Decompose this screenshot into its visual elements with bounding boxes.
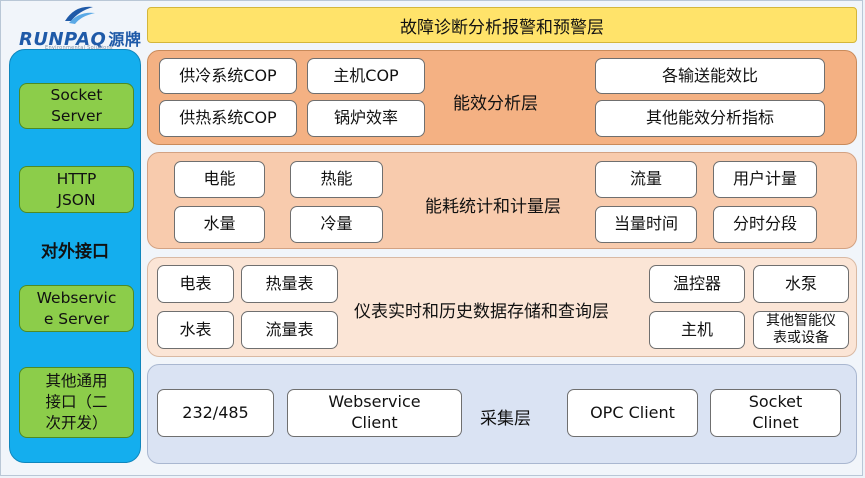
other-smart-device-box: 其他智能仪表或设备 bbox=[753, 311, 849, 349]
cooling-volume-box: 冷量 bbox=[290, 206, 383, 243]
water-meter-box: 水表 bbox=[157, 311, 234, 349]
time-of-use-box: 分时分段 bbox=[713, 206, 817, 243]
boiler-efficiency-box: 锅炉效率 bbox=[307, 100, 425, 137]
fault-diagnosis-layer-label: 故障诊断分析报警和预警层 bbox=[400, 17, 604, 38]
user-metering-box: 用户计量 bbox=[713, 161, 817, 198]
brand-name-cn: 源牌 bbox=[108, 30, 142, 49]
brand-name: RUNPAQ bbox=[19, 29, 107, 50]
cooling-cop-box: 供冷系统COP bbox=[159, 58, 297, 94]
other-efficiency-box: 其他能效分析指标 bbox=[595, 100, 825, 137]
equivalent-time-box: 当量时间 bbox=[595, 206, 697, 243]
energy-consumption-label: 能耗统计和计量层 bbox=[425, 197, 561, 217]
opc-client-box: OPC Client bbox=[567, 389, 698, 437]
chiller-box: 主机 bbox=[649, 311, 745, 349]
heat-meter-box: 热量表 bbox=[241, 265, 338, 303]
chiller-cop-box: 主机COP bbox=[307, 58, 425, 94]
electric-meter-box: 电表 bbox=[157, 265, 234, 303]
meter-data-label: 仪表实时和历史数据存储和查询层 bbox=[354, 302, 609, 322]
electric-energy-box: 电能 bbox=[174, 161, 265, 198]
transport-efficiency-box: 各输送能效比 bbox=[595, 58, 825, 94]
water-volume-box: 水量 bbox=[174, 206, 265, 243]
external-interface-label: 对外接口 bbox=[41, 242, 109, 262]
heat-energy-box: 热能 bbox=[290, 161, 383, 198]
flow-meter-box: 流量表 bbox=[241, 311, 338, 349]
heating-cop-box: 供热系统COP bbox=[159, 100, 297, 137]
thermostat-box: 温控器 bbox=[649, 265, 745, 303]
efficiency-analysis-label: 能效分析层 bbox=[453, 94, 538, 114]
rs232-485-box: 232/485 bbox=[157, 389, 274, 437]
flow-box: 流量 bbox=[595, 161, 697, 198]
other-interface: 其他通用接口（二次开发） bbox=[19, 367, 134, 438]
fault-diagnosis-layer: 故障诊断分析报警和预警层 bbox=[147, 7, 857, 43]
brand-tagline: Environmental Solutions bbox=[45, 45, 113, 51]
runpaq-logo-icon bbox=[65, 6, 95, 24]
data-collection-label: 采集层 bbox=[480, 409, 531, 429]
water-pump-box: 水泵 bbox=[753, 265, 849, 303]
